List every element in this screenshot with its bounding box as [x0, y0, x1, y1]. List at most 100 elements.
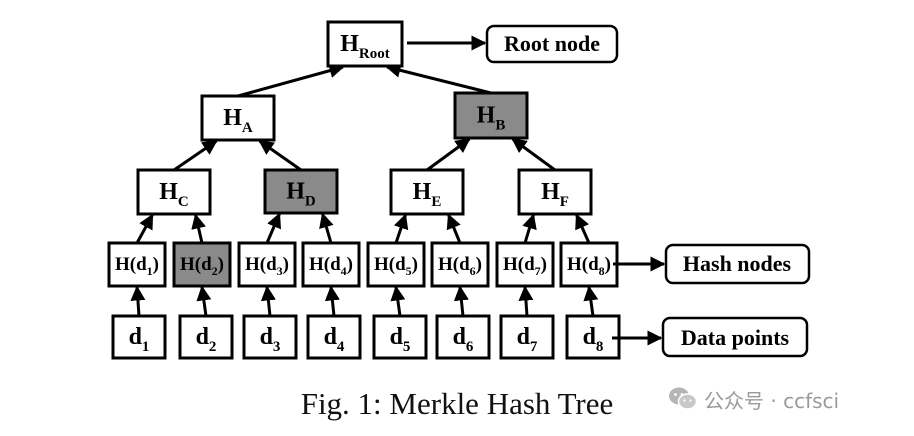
edge-he-to-hb	[426, 137, 471, 172]
hash-nodes-legend-box	[664, 243, 811, 285]
node-d1-label: d1	[129, 324, 150, 355]
node-hd8-box	[559, 241, 619, 288]
edge-hb-to-root	[385, 62, 492, 95]
edge-hd4-to-hd	[319, 212, 334, 244]
edge-d6-to-hd6	[453, 285, 469, 317]
node-root: HRoot	[326, 20, 404, 68]
node-hf-label: HF	[541, 179, 569, 210]
edge-hd1-to-hc	[135, 213, 154, 244]
node-hd7-box	[495, 241, 555, 288]
node-d5-box	[372, 314, 428, 360]
node-hd4-box	[301, 241, 361, 288]
node-d4: d4	[306, 314, 362, 360]
node-hd5-label: H(d5)	[374, 254, 418, 278]
node-hd4-label: H(d4)	[309, 254, 353, 278]
edge-d7-to-hd7	[518, 285, 534, 317]
node-d3-box	[242, 314, 298, 360]
node-hd3-box	[237, 241, 297, 288]
watermark-text: 公众号 · ccfsci	[704, 388, 840, 413]
node-hd6-label: H(d6)	[438, 254, 482, 278]
node-he-box	[389, 168, 465, 216]
edge-d1-to-hd1	[130, 285, 146, 317]
figure-caption: Fig. 1: Merkle Hash Tree	[300, 386, 614, 421]
watermark: 公众号 · ccfsci	[668, 384, 839, 414]
node-hd5-box	[366, 241, 426, 288]
node-hd5: H(d5)	[366, 241, 426, 288]
node-ha-box	[200, 94, 276, 142]
node-hd2: H(d2)	[172, 241, 232, 288]
node-hd2-label: H(d2)	[180, 254, 224, 278]
node-hb: HB	[453, 91, 529, 140]
node-hd: HD	[263, 168, 339, 215]
node-d1-box	[111, 314, 167, 360]
node-hd-label: HD	[286, 179, 316, 210]
node-d7-label: d7	[517, 324, 538, 355]
node-he: HE	[389, 168, 465, 216]
root-node-legend-label: Root node	[504, 31, 600, 56]
node-d2-label: d2	[196, 324, 217, 355]
edge-hd2-to-hc	[191, 213, 206, 244]
node-hd4: H(d4)	[301, 241, 361, 288]
data-points-legend-box	[661, 316, 809, 358]
node-d8-label: d8	[583, 324, 604, 355]
edge-hd5-to-he	[393, 213, 409, 244]
node-hf-box	[517, 168, 593, 216]
node-hd7-label: H(d7)	[503, 254, 547, 278]
node-d8: d8	[565, 314, 621, 360]
edge-hd-to-ha	[258, 139, 302, 172]
edge-hd7-to-hf	[522, 213, 537, 244]
node-hc-box	[136, 168, 212, 216]
node-hd8-label: H(d8)	[567, 254, 611, 278]
node-he-label: HE	[413, 179, 442, 210]
node-d3: d3	[242, 314, 298, 360]
edge-ha-to-root	[237, 63, 345, 98]
edge-d5-to-hd5	[390, 285, 406, 317]
node-hd1-label: H(d1)	[115, 254, 159, 278]
edge-hd6-to-he	[446, 213, 462, 244]
edge-d8-to-hd8	[583, 285, 599, 317]
node-d4-box	[306, 314, 362, 360]
data-points-legend-label: Data points	[681, 325, 790, 350]
node-d6: d6	[435, 314, 491, 360]
node-d5: d5	[372, 314, 428, 360]
node-ha-label: HA	[223, 105, 253, 136]
node-d5-label: d5	[390, 324, 411, 355]
node-hd-box	[263, 168, 339, 215]
wechat-icon	[669, 387, 698, 410]
node-d2-box	[178, 314, 234, 360]
edge-hd8-to-hf	[575, 213, 591, 244]
node-root-box	[326, 20, 404, 68]
node-hd1: H(d1)	[107, 241, 167, 288]
node-d3-label: d3	[260, 324, 281, 355]
node-hd6: H(d6)	[430, 241, 490, 288]
node-ha: HA	[200, 94, 276, 142]
edge-hd3-to-hd	[265, 212, 281, 244]
node-hc-label: HC	[159, 179, 189, 210]
edge-d3-to-hd3	[260, 285, 276, 317]
hash-nodes-legend-label: Hash nodes	[683, 251, 792, 276]
node-hc: HC	[136, 168, 212, 216]
edge-d2-to-hd2	[196, 285, 212, 317]
node-d6-box	[435, 314, 491, 360]
node-d4-label: d4	[324, 324, 345, 355]
node-d7: d7	[499, 314, 555, 360]
node-hd1-box	[107, 241, 167, 288]
node-d1: d1	[111, 314, 167, 360]
root-node-legend-box	[485, 24, 619, 64]
node-d2: d2	[178, 314, 234, 360]
node-d6-label: d6	[453, 324, 474, 355]
edge-hf-to-hb	[511, 137, 556, 172]
node-hd3-label: H(d3)	[245, 254, 289, 278]
node-d7-box	[499, 314, 555, 360]
edge-d4-to-hd4	[324, 285, 340, 317]
node-root-label: HRoot	[340, 31, 390, 62]
node-hd2-box	[172, 241, 232, 288]
node-hf: HF	[517, 168, 593, 216]
node-hd6-box	[430, 241, 490, 288]
node-hd8: H(d8)	[559, 241, 619, 288]
node-hb-box	[453, 91, 529, 140]
node-hb-label: HB	[477, 103, 506, 134]
node-hd7: H(d7)	[495, 241, 555, 288]
node-hd3: H(d3)	[237, 241, 297, 288]
